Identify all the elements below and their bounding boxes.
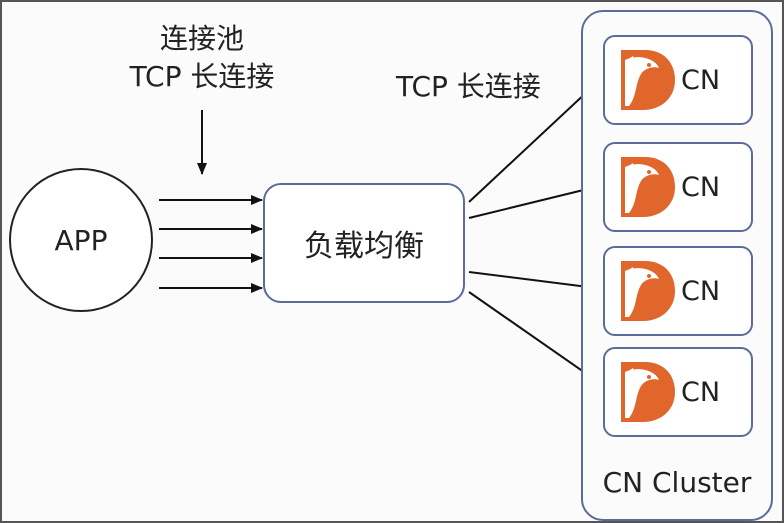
app-label: APP (54, 223, 108, 257)
cn-node-label: CN (681, 275, 721, 307)
cluster-label: CN Cluster (602, 466, 752, 499)
cn-node-label: CN (681, 376, 721, 408)
lb-link-label: TCP 长连接 (396, 70, 541, 103)
load-balancer-node: 负载均衡 (263, 183, 465, 303)
app-node: APP (9, 168, 153, 312)
connection-pool-label: 连接池 TCP 长连接 (97, 20, 307, 96)
cn-logo-icon (621, 157, 675, 217)
cn-node-label: CN (681, 171, 721, 203)
cn-node-2: CN (603, 142, 753, 232)
cn-logo-icon (621, 362, 675, 422)
load-balancer-label: 负载均衡 (304, 229, 424, 264)
cn-node-1: CN (603, 35, 753, 125)
connection-pool-title: 连接池 (159, 22, 244, 55)
cn-logo-icon (621, 261, 675, 321)
connection-pool-subtitle: TCP 长连接 (129, 60, 275, 93)
cn-logo-icon (621, 50, 675, 110)
cn-node-label: CN (681, 64, 721, 96)
cn-node-3: CN (603, 246, 753, 336)
cn-node-4: CN (603, 347, 753, 437)
cn-cluster: CN CN CN (581, 10, 773, 521)
